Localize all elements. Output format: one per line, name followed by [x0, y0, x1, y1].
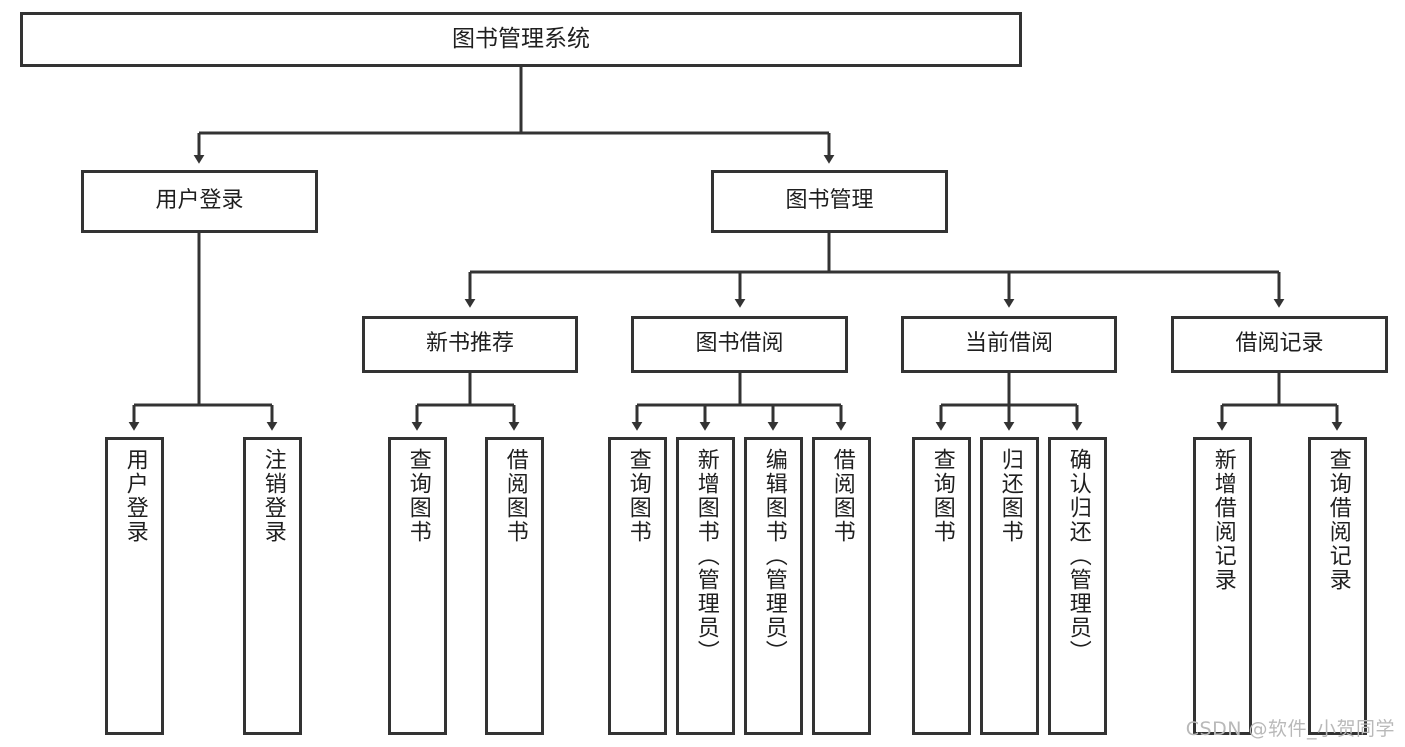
node-label: 图书借阅	[695, 331, 784, 357]
leaf-current-confirm-return-admin[interactable]: 确认归还（管理员）	[1048, 437, 1107, 735]
leaf-borrow-borrow-book[interactable]: 借阅图书	[812, 437, 871, 735]
leaf-current-query-book[interactable]: 查询图书	[912, 437, 971, 735]
node-label: 借阅图书	[502, 448, 528, 544]
leaf-recommend-query-book[interactable]: 查询图书	[388, 437, 447, 735]
node-label: 当前借阅	[964, 331, 1053, 357]
node-label: 用户登录	[155, 188, 244, 214]
leaf-record-query-record[interactable]: 查询借阅记录	[1308, 437, 1367, 735]
node-label: 用户登录	[122, 448, 148, 544]
leaf-current-return-book[interactable]: 归还图书	[980, 437, 1039, 735]
watermark: CSDN @软件_小贺同学	[1185, 718, 1395, 740]
leaf-record-add-record[interactable]: 新增借阅记录	[1193, 437, 1252, 735]
leaf-borrow-edit-book-admin[interactable]: 编辑图书（管理员）	[744, 437, 803, 735]
node-label: 借阅记录	[1235, 331, 1324, 357]
node-borrow-record[interactable]: 借阅记录	[1171, 316, 1388, 373]
node-label: 借阅图书	[829, 448, 855, 544]
node-current-borrow[interactable]: 当前借阅	[901, 316, 1117, 373]
node-label: 新书推荐	[425, 331, 514, 357]
node-label: 查询图书	[625, 448, 651, 544]
node-label: 注销登录	[260, 448, 286, 544]
node-root-system[interactable]: 图书管理系统	[20, 12, 1022, 67]
node-user-login[interactable]: 用户登录	[81, 170, 318, 233]
node-label: 查询借阅记录	[1325, 448, 1351, 592]
node-label: 新增借阅记录	[1210, 448, 1236, 592]
leaf-logout-login[interactable]: 注销登录	[243, 437, 302, 735]
node-label: 编辑图书（管理员）	[761, 448, 787, 664]
node-label: 图书管理系统	[452, 25, 590, 52]
node-book-borrow[interactable]: 图书借阅	[631, 316, 848, 373]
leaf-borrow-query-book[interactable]: 查询图书	[608, 437, 667, 735]
node-new-book-recommend[interactable]: 新书推荐	[362, 316, 578, 373]
leaf-borrow-add-book-admin[interactable]: 新增图书（管理员）	[676, 437, 735, 735]
node-label: 确认归还（管理员）	[1065, 448, 1091, 664]
node-label: 归还图书	[997, 448, 1023, 544]
node-label: 图书管理	[785, 188, 874, 214]
node-label: 新增图书（管理员）	[693, 448, 719, 664]
node-label: 查询图书	[405, 448, 431, 544]
leaf-recommend-borrow-book[interactable]: 借阅图书	[485, 437, 544, 735]
node-label: 查询图书	[929, 448, 955, 544]
leaf-user-login[interactable]: 用户登录	[105, 437, 164, 735]
node-book-management[interactable]: 图书管理	[711, 170, 948, 233]
